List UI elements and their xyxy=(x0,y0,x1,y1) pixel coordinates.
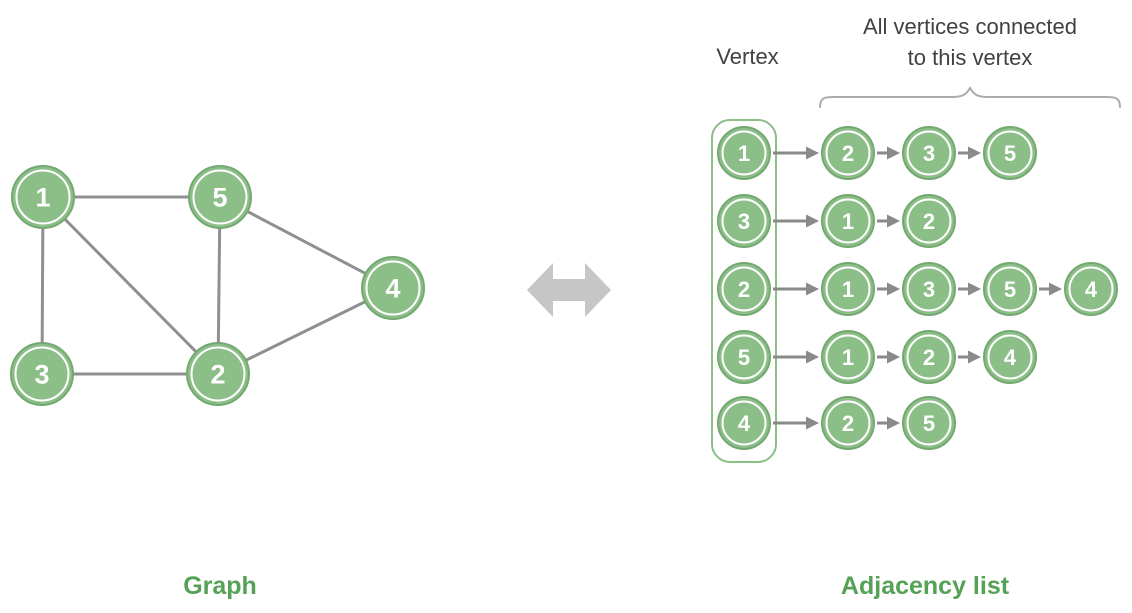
arrow xyxy=(773,416,819,430)
adjacency-vertex-5: 5 xyxy=(717,330,771,384)
adjacency-neighbor-2-4-label: 4 xyxy=(1085,277,1098,302)
adjacency-vertex-2: 2 xyxy=(717,262,771,316)
graph-node-4-label: 4 xyxy=(385,274,400,304)
adjacency-neighbor-5-4: 4 xyxy=(983,330,1037,384)
adjacency-neighbor-1-2: 2 xyxy=(821,126,875,180)
adjacency-row-2: 2 1 3 5 4 xyxy=(717,262,1118,316)
adjacency-neighbor-5-1-label: 1 xyxy=(842,345,854,370)
arrow xyxy=(1039,282,1062,296)
adjacency-neighbor-2-3: 3 xyxy=(902,262,956,316)
adjacency-neighbor-3-1-label: 1 xyxy=(842,209,854,234)
arrow xyxy=(877,146,900,160)
adjacency-list-caption: Adjacency list xyxy=(840,572,1010,600)
adjacency-neighbor-3-2: 2 xyxy=(902,194,956,248)
graph-node-3-label: 3 xyxy=(34,360,49,390)
vertex-column-outline xyxy=(711,119,777,463)
graph-node-5: 5 xyxy=(188,165,252,229)
graph-edge-5-4 xyxy=(219,195,394,290)
adjacency-vertex-3: 3 xyxy=(717,194,771,248)
arrow xyxy=(958,146,981,160)
connected-vertices-header-line2: to this vertex xyxy=(907,45,1033,70)
adjacency-neighbor-2-5-label: 5 xyxy=(1004,277,1016,302)
graph-node-3: 3 xyxy=(10,342,74,406)
adjacency-vertex-1-label: 1 xyxy=(738,141,750,166)
arrow xyxy=(877,282,900,296)
adjacency-neighbor-1-5: 5 xyxy=(983,126,1037,180)
graph-node-2-label: 2 xyxy=(210,360,225,390)
adjacency-neighbor-3-2-label: 2 xyxy=(923,209,935,234)
adjacency-neighbor-1-2-label: 2 xyxy=(842,141,854,166)
graph-caption: Graph xyxy=(183,572,257,600)
double-arrow-icon xyxy=(527,263,611,317)
adjacency-vertex-5-label: 5 xyxy=(738,345,750,370)
adjacency-neighbor-5-4-label: 4 xyxy=(1004,345,1017,370)
brace xyxy=(819,85,1121,108)
adjacency-neighbor-4-5-label: 5 xyxy=(923,411,935,436)
adjacency-vertex-3-label: 3 xyxy=(738,209,750,234)
adjacency-neighbor-2-1-label: 1 xyxy=(842,277,854,302)
arrow xyxy=(773,350,819,364)
adjacency-row-4: 4 2 5 xyxy=(717,396,956,450)
adjacency-neighbor-5-1: 1 xyxy=(821,330,875,384)
arrow xyxy=(773,214,819,228)
adjacency-vertex-1: 1 xyxy=(717,126,771,180)
adjacency-neighbor-5-2: 2 xyxy=(902,330,956,384)
arrow xyxy=(877,350,900,364)
connected-vertices-header: All vertices connected to this vertex xyxy=(820,11,1120,73)
adjacency-neighbor-4-2-label: 2 xyxy=(842,411,854,436)
adjacency-neighbor-2-1: 1 xyxy=(821,262,875,316)
graph-edge-1-2 xyxy=(41,195,220,376)
connected-vertices-header-line1: All vertices connected xyxy=(863,14,1077,39)
adjacency-neighbor-2-5: 5 xyxy=(983,262,1037,316)
arrow xyxy=(958,350,981,364)
adjacency-neighbor-1-3-label: 3 xyxy=(923,141,935,166)
adjacency-row-1: 1 2 3 5 xyxy=(717,126,1037,180)
arrow xyxy=(958,282,981,296)
adjacency-vertex-4: 4 xyxy=(717,396,771,450)
adjacency-neighbor-4-5: 5 xyxy=(902,396,956,450)
adjacency-neighbor-1-5-label: 5 xyxy=(1004,141,1016,166)
arrow xyxy=(877,214,900,228)
adjacency-neighbor-2-4: 4 xyxy=(1064,262,1118,316)
adjacency-neighbor-5-2-label: 2 xyxy=(923,345,935,370)
adjacency-neighbor-4-2: 2 xyxy=(821,396,875,450)
arrow xyxy=(773,282,819,296)
adjacency-neighbor-1-3: 3 xyxy=(902,126,956,180)
graph-node-1: 1 xyxy=(11,165,75,229)
graph-node-4: 4 xyxy=(361,256,425,320)
graph-node-5-label: 5 xyxy=(212,183,227,213)
arrow xyxy=(877,416,900,430)
adjacency-neighbor-2-3-label: 3 xyxy=(923,277,935,302)
adjacency-vertex-4-label: 4 xyxy=(738,411,751,436)
graph-node-1-label: 1 xyxy=(35,183,50,213)
adjacency-vertex-2-label: 2 xyxy=(738,277,750,302)
graph-node-2: 2 xyxy=(186,342,250,406)
adjacency-row-5: 5 1 2 4 xyxy=(717,330,1037,384)
adjacency-row-3: 3 1 2 xyxy=(717,194,956,248)
arrow xyxy=(773,146,819,160)
graph-edge-2-4 xyxy=(217,286,394,376)
adjacency-neighbor-3-1: 1 xyxy=(821,194,875,248)
vertex-column-header: Vertex xyxy=(716,44,779,69)
